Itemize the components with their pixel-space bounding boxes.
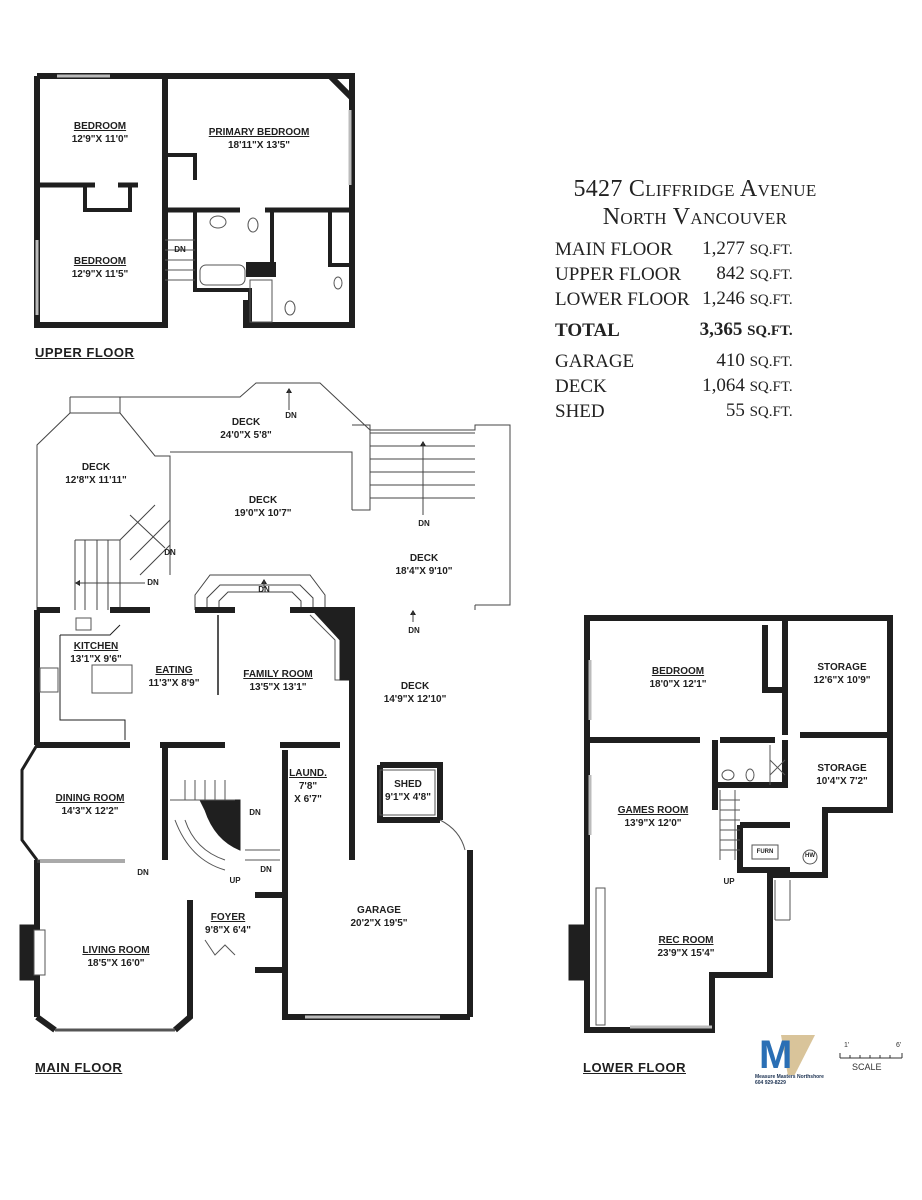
property-summary: 5427 Cliffridge Avenue North Vancouver M… xyxy=(535,175,855,424)
room-label-storage-1: STORAGE 12'6"X 10'9" xyxy=(813,662,871,686)
stair-label-dn-1: DN xyxy=(285,411,297,420)
stair-label-dn-9: DN xyxy=(260,865,272,874)
room-label-upper-bedroom-2: BEDROOM 12'9"X 11'5" xyxy=(71,256,129,280)
address-line-2: North Vancouver xyxy=(602,204,788,230)
main-floor-title: MAIN FLOOR xyxy=(35,1060,123,1075)
upper-floor-walls xyxy=(34,73,355,328)
room-label-dining-room: DINING ROOM 14'3"X 12'2" xyxy=(55,793,125,817)
upper-floor-title: UPPER FLOOR xyxy=(35,345,135,360)
room-label-living-room: LIVING ROOM 18'5"X 16'0" xyxy=(82,945,150,969)
stair-label-up-lower: UP xyxy=(723,877,735,886)
room-label-deck-octagon: DECK 12'8"X 11'11" xyxy=(65,462,127,486)
room-label-family-room: FAMILY ROOM 13'5"X 13'1" xyxy=(243,669,313,693)
room-label-games-room: GAMES ROOM 13'9"X 12'0" xyxy=(617,805,689,829)
room-label-garage: GARAGE 20'2"X 19'5" xyxy=(350,905,408,929)
stair-label-dn-8: DN xyxy=(137,868,149,877)
room-label-deck-center: DECK 19'0"X 10'7" xyxy=(234,495,292,519)
main-floor-decks xyxy=(36,382,511,610)
stair-label-dn-7: DN xyxy=(249,808,261,817)
room-label-deck-upper: DECK 24'0"X 5'8" xyxy=(220,417,272,441)
area-table: MAIN FLOOR 1,277 SQ.FT. UPPER FLOOR 842 … xyxy=(555,237,793,424)
room-label-lower-bedroom: BEDROOM 18'0"X 12'1" xyxy=(649,666,707,690)
hot-water-label: HW xyxy=(805,853,815,859)
stair-label-down: DN xyxy=(174,245,186,254)
logo-company-text: Measure Masters Northshore 604 929-8229 xyxy=(755,1074,824,1086)
stair-label-dn-5: DN xyxy=(258,585,270,594)
room-label-upper-bedroom-1: BEDROOM 12'9"X 11'0" xyxy=(71,121,129,145)
room-label-rec-room: REC ROOM 23'9"X 15'4" xyxy=(657,935,715,959)
area-row: MAIN FLOOR 1,277 SQ.FT. xyxy=(555,238,793,260)
company-logo: M Measure Masters Northshore 604 929-822… xyxy=(755,1033,835,1086)
address-line-1: 5427 Cliffridge Avenue xyxy=(573,176,817,202)
logo-m-letter: M xyxy=(759,1033,793,1077)
main-floor-walls xyxy=(34,607,473,1033)
furnace-label: FURN xyxy=(756,849,774,855)
stair-label-up: UP xyxy=(229,876,241,885)
area-row: DECK 1,064 SQ.FT. xyxy=(555,375,793,397)
stair-label-dn-2: DN xyxy=(418,519,430,528)
total-row: TOTAL 3,365 SQ.FT. xyxy=(555,319,793,341)
room-label-foyer: FOYER 9'8"X 6'4" xyxy=(205,912,251,936)
room-label-shed: SHED 9'1"X 4'8" xyxy=(385,779,431,803)
area-row: UPPER FLOOR 842 SQ.FT. xyxy=(555,263,793,285)
room-label-deck-side: DECK 14'9"X 12'10" xyxy=(383,681,447,705)
upper-floor-fixtures xyxy=(35,74,352,323)
room-label-laundry: LAUND. 7'8" X 6'7" xyxy=(289,768,327,805)
stair-label-dn-4: DN xyxy=(147,578,159,587)
area-row: GARAGE 410 SQ.FT. xyxy=(555,350,793,372)
stair-label-dn-3: DN xyxy=(164,548,176,557)
scale-bar xyxy=(839,1053,903,1059)
room-label-deck-right: DECK 18'4"X 9'10" xyxy=(395,553,453,577)
lower-floor-walls xyxy=(584,615,893,1033)
room-label-storage-2: STORAGE 10'4"X 7'2" xyxy=(816,763,868,787)
room-label-kitchen: KITCHEN 13'1"X 9'6" xyxy=(70,641,122,665)
area-row: LOWER FLOOR 1,246 SQ.FT. xyxy=(555,288,793,310)
area-row: SHED 55 SQ.FT. xyxy=(555,400,793,422)
room-label-primary-bedroom: PRIMARY BEDROOM 18'11"X 13'5" xyxy=(208,127,310,151)
lower-floor-title: LOWER FLOOR xyxy=(583,1060,686,1075)
room-label-eating: EATING 11'3"X 8'9" xyxy=(148,665,200,689)
stair-label-dn-6: DN xyxy=(408,626,420,635)
